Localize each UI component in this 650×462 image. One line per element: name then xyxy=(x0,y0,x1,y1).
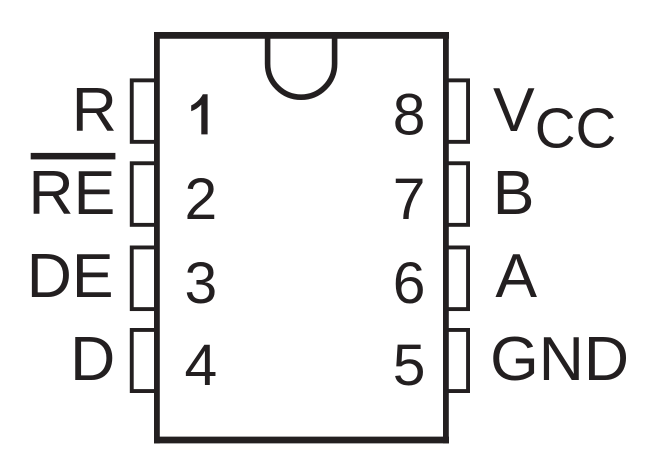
svg-text:4: 4 xyxy=(184,333,217,398)
svg-text:2: 2 xyxy=(184,167,217,232)
svg-text:6: 6 xyxy=(393,251,426,316)
svg-text:7: 7 xyxy=(393,167,426,232)
svg-text:8: 8 xyxy=(393,82,426,147)
svg-text:R: R xyxy=(72,75,117,145)
svg-text:RE: RE xyxy=(28,158,115,228)
svg-text:DE: DE xyxy=(27,241,114,311)
svg-text:A: A xyxy=(495,241,537,311)
svg-text:B: B xyxy=(493,158,535,228)
svg-text:D: D xyxy=(70,324,115,394)
svg-text:5: 5 xyxy=(393,333,426,398)
svg-text:3: 3 xyxy=(184,251,217,316)
svg-text:GND: GND xyxy=(490,324,629,394)
